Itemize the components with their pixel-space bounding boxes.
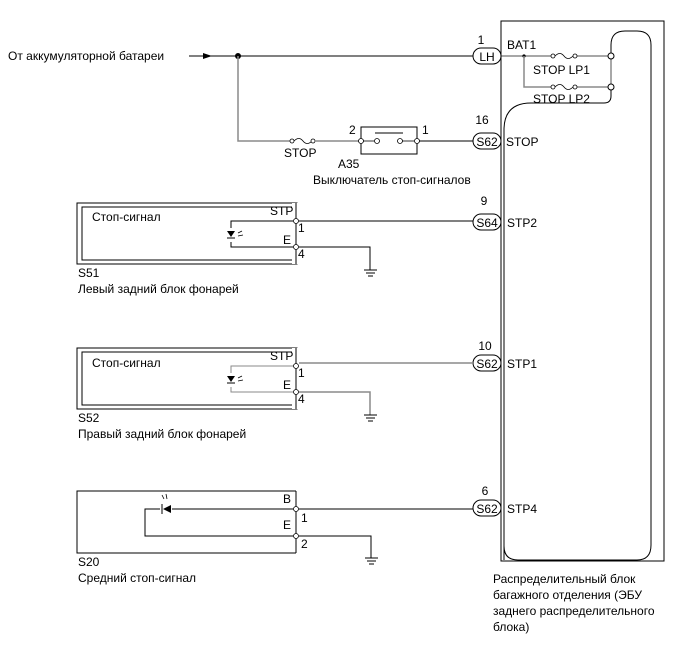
led-bulb-icon [227,228,244,242]
ecu-terminal-stp2: 9 S64 STP2 [472,194,537,231]
stop-switch-box [360,126,418,155]
terminal-pin-number: 10 [478,339,492,353]
lamp-code: S20 [78,555,100,569]
fuse-stop-label: STOP [284,146,316,160]
ground-icon [365,557,378,565]
wire-s20-ground [299,535,372,558]
fuse-stop-lp1-label: STOP LP1 [533,63,590,77]
pin-top-number: 1 [298,366,305,380]
ecu-terminal-stop: 16 S62 STOP [472,113,538,150]
led-bulb-icon [160,493,172,514]
source-arrow-icon [189,53,212,59]
terminal-label-top: B [283,492,291,506]
connector-oval [472,499,502,517]
terminal-label-bottom: E [283,518,291,532]
ground-icon [364,414,377,422]
pin-bottom-number: 4 [298,392,305,406]
ecu-name-line: блока) [493,620,529,634]
terminal-label-top: STP [270,204,293,218]
fuse-lp2-terminal [607,83,615,91]
pin-top-terminal [293,506,299,512]
ecu-terminal-stp1: 10 S62 STP1 [472,339,537,372]
lamp-code: S52 [78,411,100,425]
wire-branch-stop [237,56,290,142]
battery-source-label: От аккумуляторной батареи [8,49,164,63]
lamp-code: S51 [78,266,100,280]
ecu-box [500,20,665,562]
terminal-pin-number: 6 [482,484,489,498]
connector-code: S62 [476,502,498,516]
wire-s51-ground [299,246,371,270]
pin-bottom-terminal [293,244,299,250]
ecu-name-line: Распределительный блок [493,572,636,586]
switch-name: Выключатель стоп-сигналов [313,173,471,187]
fuse-stop-lp2-label: STOP LP2 [533,92,590,106]
lamp-s52: Стоп-сигнал STP E 1 4 S52 Правый задний … [76,347,305,441]
ground-icon [364,269,377,277]
terminal-pin-number: 16 [475,113,489,127]
terminal-pin-number: 9 [481,194,488,208]
connector-oval [472,47,502,65]
lamp-name: Левый задний блок фонарей [78,282,239,296]
terminal-name: STP4 [507,502,537,516]
terminal-label-top: STP [270,349,293,363]
lamp-s51: Стоп-сигнал STP E 1 4 S51 Левый задний б… [76,202,305,296]
lamp-name: Средний стоп-сигнал [78,571,196,585]
terminal-name: STP1 [507,357,537,371]
switch-pin-in: 2 [349,123,356,137]
pin-bottom-terminal [293,389,299,395]
terminal-label-bottom: E [283,233,291,247]
wire-s52-ground [299,391,371,415]
fuse-lp1-terminal [607,52,615,60]
pin-bottom-terminal [293,533,299,539]
connector-oval [472,132,502,150]
connector-oval [472,213,502,231]
fuse-stop-lp1-icon [550,53,578,59]
led-bulb-icon [227,373,244,387]
lamp-inner-label: Стоп-сигнал [92,356,161,370]
terminal-name: BAT1 [507,38,536,52]
terminal-pin-number: 1 [478,33,485,47]
ecu-terminal-bat1: 1 LH BAT1 [472,33,536,65]
fuse-stop-lp2-icon [550,84,578,90]
lamp-inner-label: Стоп-сигнал [92,210,161,224]
connector-code: S64 [476,216,498,230]
pin-bottom-number: 2 [301,537,308,551]
terminal-name: STOP [506,135,538,149]
ecu-terminal-stp4: 6 S62 STP4 [472,484,537,517]
ecu-internal-outline [503,30,652,561]
switch-code: A35 [338,157,360,171]
switch-contact-icon [358,132,420,144]
pin-top-terminal [293,363,299,369]
terminal-name: STP2 [507,216,537,230]
pin-bottom-number: 4 [298,247,305,261]
connector-code: S62 [476,135,498,149]
pin-top-number: 1 [301,511,308,525]
wire-bat1-branch [523,56,608,88]
connector-code: LH [479,50,494,64]
ecu-name-line: заднего распределительного [493,604,655,618]
lamp-s20: B E 1 2 S20 Средний стоп-сигнал [76,490,308,585]
pin-top-number: 1 [298,221,305,235]
terminal-label-bottom: E [283,378,291,392]
switch-pin-out: 1 [422,123,429,137]
ecu-name: Распределительный блок багажного отделен… [493,572,655,634]
connector-code: S62 [476,357,498,371]
lamp-name: Правый задний блок фонарей [78,427,246,441]
pin-top-terminal [293,218,299,224]
fuse-stop-icon [289,138,316,144]
lamp-box [76,490,296,554]
ecu-name-line: багажного отделения (ЭБУ [493,588,642,602]
